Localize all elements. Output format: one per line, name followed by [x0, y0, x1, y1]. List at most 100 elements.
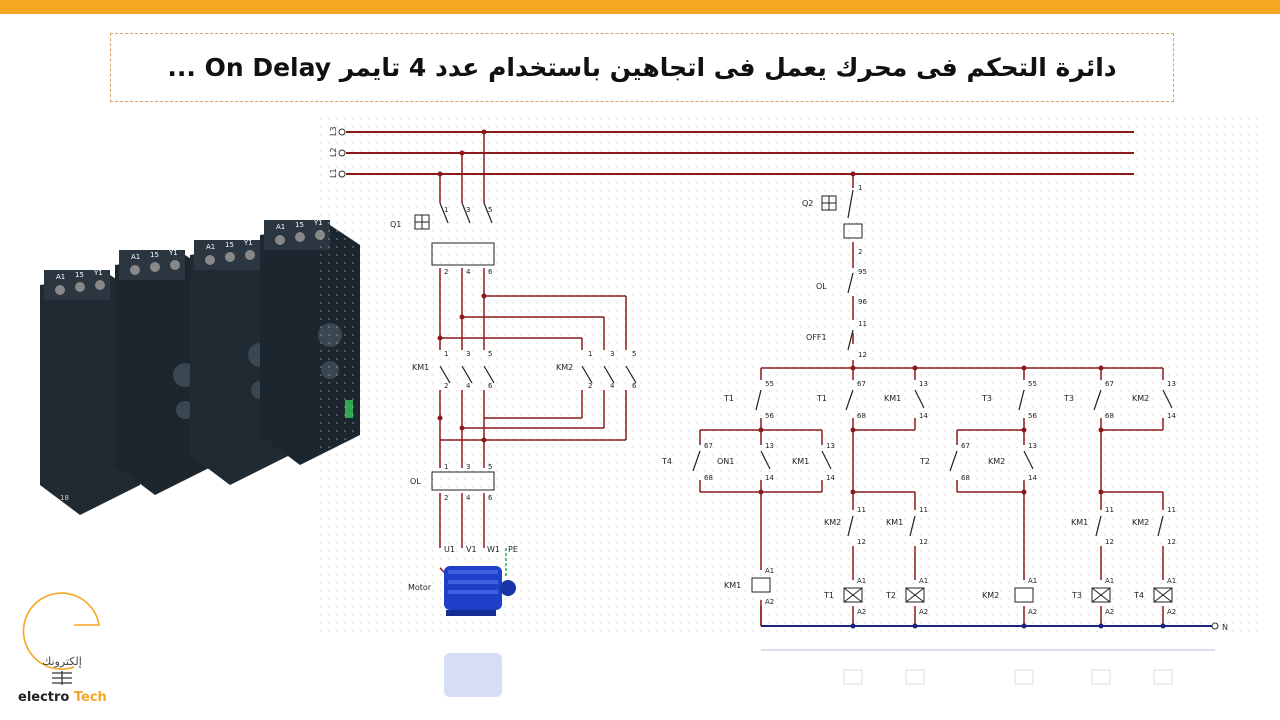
km2-term-3: 3	[610, 350, 614, 358]
relay-terminal-a1: A1	[206, 243, 215, 251]
contact-t1-67: T1 67 68	[816, 380, 866, 420]
t2-67-b: 68	[961, 474, 970, 482]
dotted-grid	[320, 118, 1260, 638]
km2-term-4: 4	[610, 382, 615, 390]
overload-ol-power: OL 1 3 5 2 4 6	[410, 463, 495, 502]
coil-km2-label: KM2	[982, 591, 999, 600]
t3-67-a: 67	[1105, 380, 1114, 388]
motor-term-u1: U1	[444, 545, 455, 554]
q1-term-4: 4	[466, 268, 471, 276]
logo-wordmark-part2: Tech	[73, 690, 107, 705]
contact-km1-hold: KM1 13 14	[792, 442, 835, 482]
coil-t3-label: T3	[1071, 591, 1082, 600]
km2-mid-b: 14	[1028, 474, 1037, 482]
coil-t3-a2: A2	[1105, 608, 1114, 616]
coil-t1-a1: A1	[857, 577, 866, 585]
supply-label-l1: L1	[329, 168, 338, 178]
coil-km2-a2: A2	[1028, 608, 1037, 616]
ol-term-5: 5	[488, 463, 492, 471]
ol-term-1: 1	[444, 463, 448, 471]
coil-km2: KM2 A1 A2	[982, 577, 1037, 616]
interlock-1-b: 12	[857, 538, 866, 546]
contact-km1-13: KM1 13 14	[884, 380, 928, 420]
contact-t3-55: T3 55 56	[981, 380, 1037, 420]
interlock-km2-nc: KM2 11 12	[824, 506, 866, 546]
relay-terminal-a1: A1	[56, 273, 65, 281]
km1-term-4: 4	[466, 382, 471, 390]
title-box: دائرة التحكم فى محرك يعمل فى اتجاهين باس…	[110, 33, 1174, 102]
relay-terminal-a1: A1	[276, 223, 285, 231]
motor-label: Motor	[408, 583, 432, 592]
coil-t4-a1: A1	[1167, 577, 1176, 585]
km1-term-6: 6	[488, 382, 493, 390]
supply-label-l3: L3	[329, 126, 338, 136]
coil-t4-label: T4	[1133, 591, 1144, 600]
t3-55-b: 56	[1028, 412, 1037, 420]
coil-km1-a1: A1	[765, 567, 774, 575]
q2-term-1: 1	[858, 184, 862, 192]
contact-t4-67: T4 67 68	[661, 442, 713, 482]
t3-55-a: 55	[1028, 380, 1037, 388]
relay-terminal-15: 15	[225, 241, 234, 249]
ol-power-label: OL	[410, 477, 421, 486]
q1-term-6: 6	[488, 268, 493, 276]
off1-term-12: 12	[858, 351, 867, 359]
coil-t2-a2: A2	[919, 608, 928, 616]
interlock-2-a: 11	[919, 506, 928, 514]
km1-hold-label: KM1	[792, 457, 809, 466]
off1-label: OFF1	[806, 333, 827, 342]
q1-term-3: 3	[466, 206, 470, 214]
coil-t4: T4 A1 A2	[1133, 577, 1176, 616]
interlock-1-a: 11	[857, 506, 866, 514]
t1-55-a: 55	[765, 380, 774, 388]
relay-terminal-y1: Y1	[93, 269, 103, 277]
relay-foot-label: 18	[60, 494, 69, 502]
timer-relays-illustration: A1 15 Y1 18 A1 15 Y1 A1 15 Y1 A1 15 Y1	[40, 219, 360, 515]
contactor-km1-power: KM1 1 3 5 2 4 6	[412, 350, 495, 390]
page-title: دائرة التحكم فى محرك يعمل فى اتجاهين باس…	[167, 53, 1117, 82]
relay-terminal-15: 15	[150, 251, 159, 259]
km1-power-label: KM1	[412, 363, 429, 372]
contact-km2-mid: KM2 13 14	[988, 442, 1037, 482]
t1-55-b: 56	[765, 412, 774, 420]
motor-term-w1: W1	[487, 545, 500, 554]
t1-67-b: 68	[857, 412, 866, 420]
motor-icon	[444, 566, 516, 616]
electro-tech-logo: إلكترونك	[22, 592, 100, 685]
logo-wordmark: electro Tech	[18, 690, 107, 705]
km2-term-5: 5	[632, 350, 636, 358]
km1-term-3: 3	[466, 350, 470, 358]
km2-term-1: 1	[588, 350, 592, 358]
interlock-3-b: 12	[1105, 538, 1114, 546]
ol-term-3: 3	[466, 463, 470, 471]
km1-term-5: 5	[488, 350, 492, 358]
km1-13-label: KM1	[884, 394, 901, 403]
t2-67-label: T2	[919, 457, 930, 466]
relay-terminal-y1: Y1	[243, 239, 253, 247]
logo-mark-icon	[52, 671, 72, 685]
logo-arabic-name: إلكترونك	[42, 655, 82, 668]
coil-t1: T1 A1 A2	[823, 577, 866, 616]
q1-term-5: 5	[488, 206, 492, 214]
interlock-km2-nc-2: KM2 11 12	[1132, 506, 1176, 546]
on1-a: 13	[765, 442, 774, 450]
km1-13-b: 14	[919, 412, 928, 420]
contact-km2-13: KM2 13 14	[1132, 380, 1176, 420]
overload-ol-control: OL 95 96	[816, 268, 867, 306]
km2-term-2: 2	[588, 382, 592, 390]
coil-t2: T2 A1 A2	[885, 577, 928, 616]
km1-term-1: 1	[444, 350, 448, 358]
ol-term-4: 4	[466, 494, 471, 502]
relay-terminal-y1: Y1	[313, 219, 323, 227]
km1-13-a: 13	[919, 380, 928, 388]
interlock-4-label: KM2	[1132, 518, 1149, 527]
interlock-2-b: 12	[919, 538, 928, 546]
ol-control-label: OL	[816, 282, 827, 291]
relay-terminal-15: 15	[295, 221, 304, 229]
km2-13-b: 14	[1167, 412, 1176, 420]
interlock-km1-nc: KM1 11 12	[886, 506, 928, 546]
t3-67-label: T3	[1063, 394, 1074, 403]
coil-t4-a2: A2	[1167, 608, 1176, 616]
contact-t1-55: T1 55 56	[723, 380, 774, 420]
coil-km1: KM1 A1 A2	[724, 567, 774, 606]
